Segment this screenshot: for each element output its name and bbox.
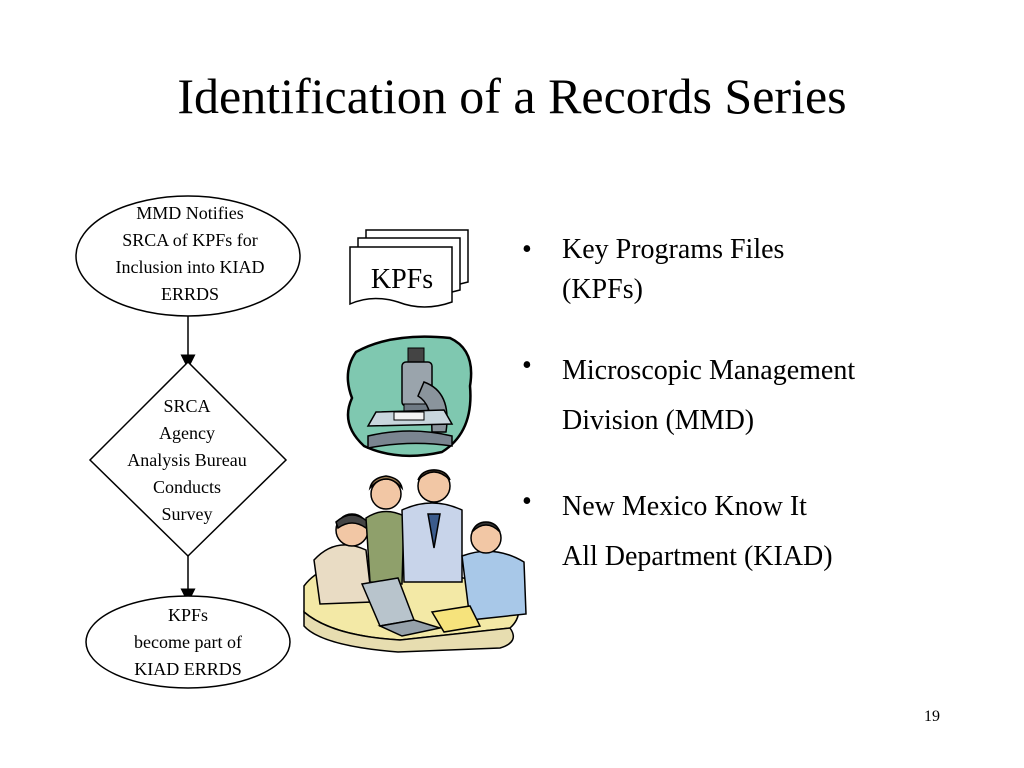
bullet-glyph: • [522,234,532,265]
bullet-line: Division (MMD) [562,405,755,436]
flow-node-line: MMD Notifies [136,203,244,223]
document-stack-label: KPFs [370,264,434,295]
flow-node-line: Agency [159,423,215,443]
flow-node-line: Survey [161,504,213,524]
flow-node-notify: MMD Notifies SRCA of KPFs for Inclusion … [80,200,300,308]
flow-node-line: ERRDS [160,284,220,304]
bullet-item: • Key Programs Files (KPFs) [522,230,1002,310]
flow-node-line: KIAD ERRDS [134,659,242,679]
flow-node-line: become part of [134,632,242,652]
bullet-line: (KPFs) [562,274,643,305]
flow-node-line: SRCA [163,396,211,416]
office-team-icon [303,469,527,653]
flow-node-line: KPFs [167,605,209,625]
bullet-item: • Microscopic Management Division (MMD) [522,346,1002,446]
flow-node-line: Analysis Bureau [127,450,247,470]
bullet-line: New Mexico Know It [562,491,807,522]
page-number: 19 [924,708,940,725]
flow-node-result: KPFs become part of KIAD ERRDS [90,602,286,683]
flow-ellipse-bottom [85,595,291,689]
flow-node-line: SRCA of KPFs for [122,230,258,250]
bullet-line: Microscopic Management [562,355,856,386]
bullet-line: All Department (KIAD) [562,541,833,572]
document-stack-icon [349,229,469,308]
flow-node-line: Inclusion into KIAD [115,257,265,277]
bullet-glyph: • [522,350,532,381]
bullet-line: Key Programs Files [562,234,785,265]
bullet-item: • New Mexico Know It All Department (KIA… [522,482,1002,582]
microscope-icon [346,335,473,458]
bullet-glyph: • [522,486,532,517]
bullet-list: • Key Programs Files (KPFs) • Microscopi… [522,230,1002,582]
flow-node-survey: SRCA Agency Analysis Bureau Conducts Sur… [92,393,282,528]
slide-title: Identification of a Records Series [177,68,847,124]
flow-node-line: Conducts [152,477,221,497]
